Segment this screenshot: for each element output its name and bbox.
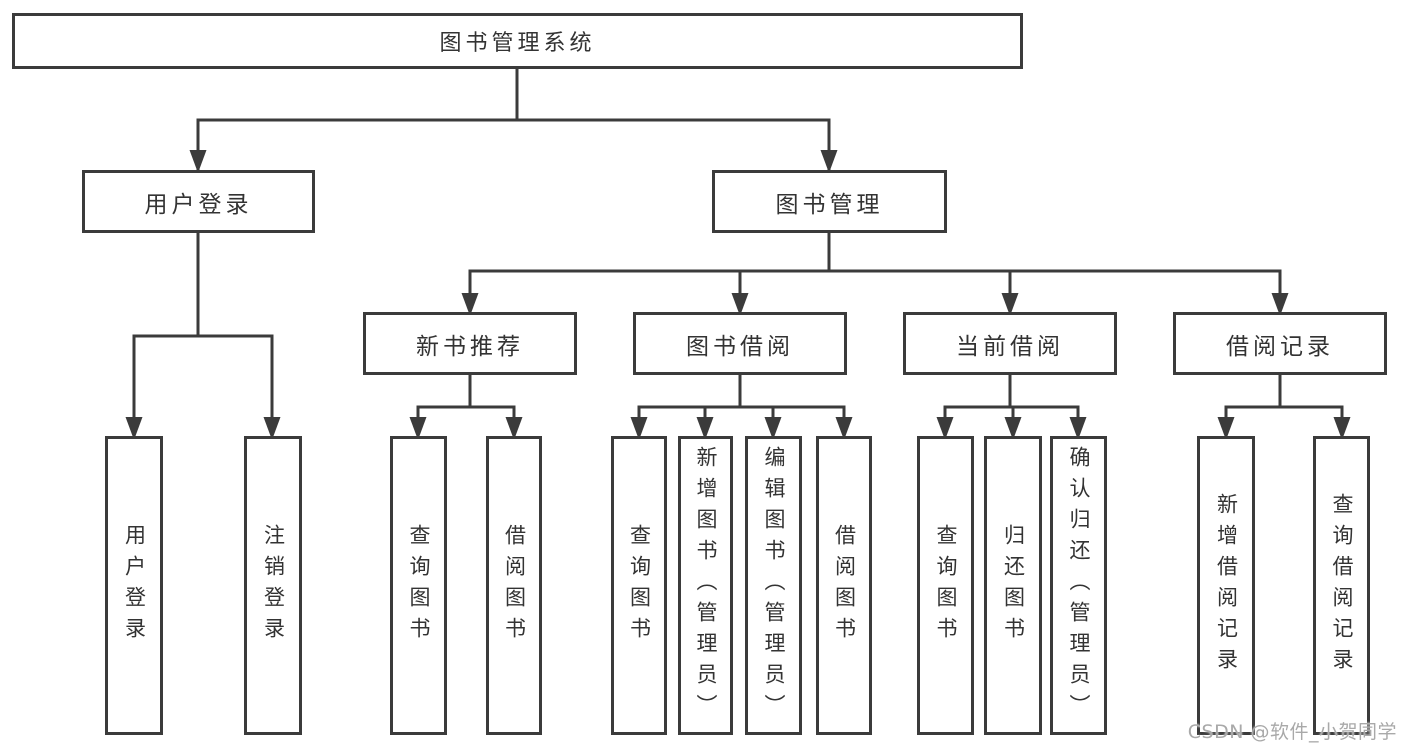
node-label: 新增借阅记录 <box>1214 492 1239 679</box>
node-label: 图书管理 <box>775 191 884 218</box>
leaf-edit-books-admin: 编辑图书（管理员） <box>745 436 802 735</box>
node-book-borrowing: 图书借阅 <box>633 312 847 375</box>
connector-lines <box>132 66 1344 409</box>
node-current-borrowing: 当前借阅 <box>903 312 1117 375</box>
node-new-book-recommendation: 新书推荐 <box>363 312 577 375</box>
connector-arrows-level1 <box>189 120 838 173</box>
leaf-borrow-books-borrowing: 借阅图书 <box>816 436 872 735</box>
node-label: 新书推荐 <box>416 333 524 360</box>
node-label: 注销登录 <box>261 523 286 648</box>
leaf-logout: 注销登录 <box>244 436 302 735</box>
node-label: 图书借阅 <box>686 333 794 360</box>
leaf-borrow-books-recommend: 借阅图书 <box>486 436 542 735</box>
node-label: 用户登录 <box>144 191 253 218</box>
leaf-user-login: 用户登录 <box>105 436 163 735</box>
connector-arrows-level2 <box>461 271 1289 316</box>
node-label: 用户登录 <box>122 523 147 648</box>
node-label: 图书管理系统 <box>439 31 596 56</box>
leaf-confirm-return-admin: 确认归还（管理员） <box>1050 436 1107 735</box>
node-label: 借阅图书 <box>502 523 527 648</box>
node-label: 新增图书（管理员） <box>694 446 718 725</box>
node-label: 借阅记录 <box>1226 333 1334 360</box>
node-label: 确认归还（管理员） <box>1067 446 1091 725</box>
node-label: 借阅图书 <box>832 523 857 648</box>
csdn-watermark: CSDN @软件_小贺同学 <box>1187 721 1397 743</box>
leaf-query-borrow-record: 查询借阅记录 <box>1313 436 1370 735</box>
node-root-system: 图书管理系统 <box>12 13 1023 69</box>
leaf-return-books: 归还图书 <box>984 436 1042 735</box>
leaf-query-books-current: 查询图书 <box>917 436 974 735</box>
leaf-query-books-recommend: 查询图书 <box>390 436 447 735</box>
node-book-management-branch: 图书管理 <box>712 170 947 233</box>
connector-arrows-leaves <box>125 336 1351 440</box>
node-borrowing-records: 借阅记录 <box>1173 312 1387 375</box>
node-label: 查询借阅记录 <box>1330 492 1354 679</box>
leaf-add-borrow-record: 新增借阅记录 <box>1197 436 1255 735</box>
node-user-login-branch: 用户登录 <box>82 170 315 233</box>
node-label: 查询图书 <box>407 523 431 648</box>
node-label: 编辑图书（管理员） <box>762 446 786 725</box>
node-label: 查询图书 <box>627 523 652 648</box>
node-label: 查询图书 <box>934 523 958 648</box>
node-label: 归还图书 <box>1001 523 1026 648</box>
node-label: 当前借阅 <box>956 333 1064 360</box>
leaf-add-books-admin: 新增图书（管理员） <box>678 436 733 735</box>
leaf-query-books-borrowing: 查询图书 <box>611 436 667 735</box>
